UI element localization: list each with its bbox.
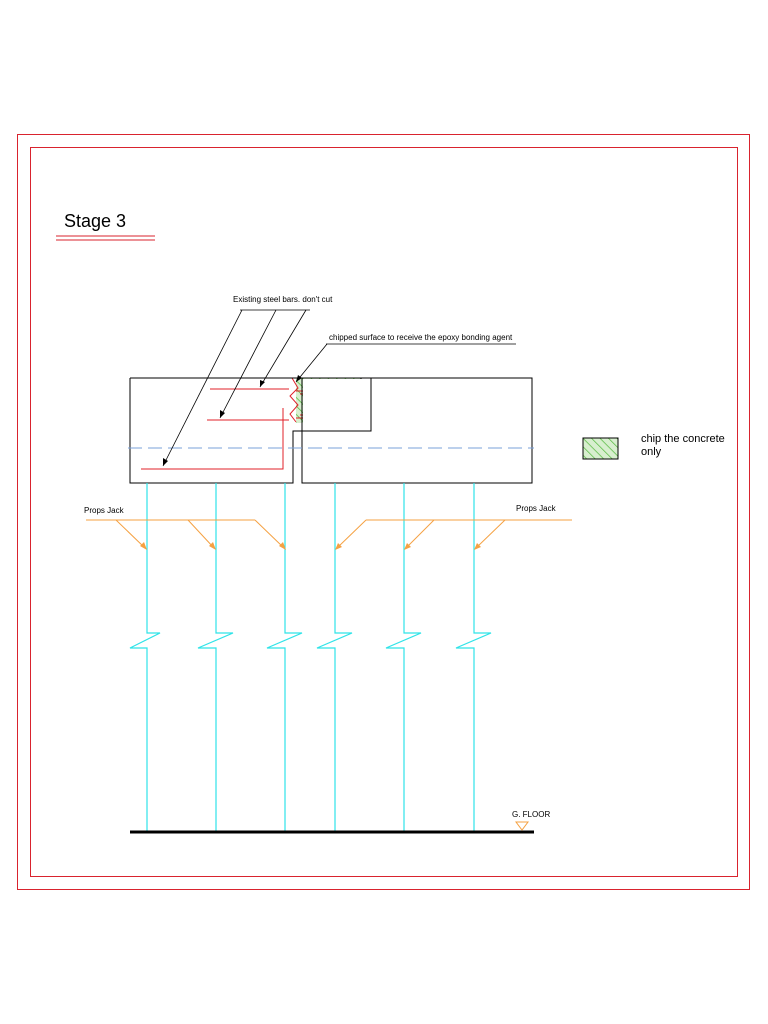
ground-floor-label: G. FLOOR: [512, 810, 550, 819]
prop-4: [316, 483, 353, 832]
beam-right-step: [302, 378, 372, 432]
steel-bars: [141, 388, 289, 470]
prop-6: [455, 483, 492, 832]
legend-label-line1: chip the concrete: [641, 433, 725, 445]
prop-2: [197, 483, 234, 832]
legend-label-line2: only: [641, 446, 662, 458]
prop-1: [129, 483, 161, 832]
prop-3: [266, 483, 303, 832]
beam-right-step-patch: [303, 379, 371, 431]
props-jack-label-right: Props Jack: [516, 504, 557, 513]
props-jacks: [86, 519, 572, 549]
props-jack-label-left: Props Jack: [84, 506, 125, 515]
chip-zigzag-edge: [289, 377, 299, 423]
chipped-surface-leader: [295, 343, 516, 383]
legend-swatch: [582, 437, 619, 460]
chipped-surface-label: chipped surface to receive the epoxy bon…: [329, 333, 513, 342]
level-marker: [515, 821, 529, 831]
inner-frame: [30, 147, 738, 877]
outer-frame: [17, 134, 750, 890]
props-jack-arrowheads: [140, 542, 481, 550]
steel-bars-label: Existing steel bars. don't cut: [233, 295, 333, 304]
stage-title: Stage 3: [64, 211, 126, 231]
prop-5: [385, 483, 422, 832]
props: [129, 483, 492, 832]
steel-bar-bottom: [141, 408, 284, 470]
steel-bars-leader: [162, 309, 310, 467]
